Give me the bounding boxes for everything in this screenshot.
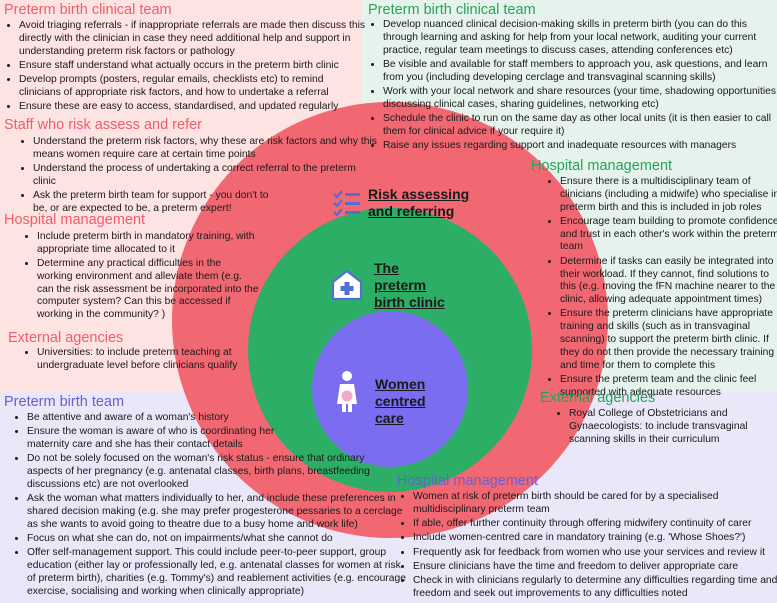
tl-heading-hospital: Hospital management bbox=[4, 212, 146, 228]
outer-ring-label-line2: and referring bbox=[368, 203, 455, 219]
list-item: Ask the preterm birth team for support -… bbox=[33, 190, 283, 216]
hospital-icon bbox=[331, 269, 363, 301]
list-item: Ensure staff understand what actually oc… bbox=[19, 60, 367, 73]
tl-list-clinical-team: Avoid triaging referrals - if inappropri… bbox=[6, 20, 367, 116]
list-item: Be attentive and aware of a woman's hist… bbox=[27, 412, 407, 425]
checklist-icon bbox=[333, 190, 360, 217]
inner-ring-label: Women centred care bbox=[375, 376, 426, 427]
tl-heading-clinical-team: Preterm birth clinical team bbox=[4, 2, 172, 18]
list-item: Do not be solely focused on the woman's … bbox=[27, 453, 381, 491]
tr-heading-hospital: Hospital management bbox=[531, 158, 673, 174]
list-item: Ensure there is a multidisciplinary team… bbox=[560, 176, 777, 214]
inner-ring-label-line3: care bbox=[375, 410, 404, 426]
bottom-heading-preterm-team: Preterm birth team bbox=[4, 394, 125, 410]
list-item: Be visible and available for staff membe… bbox=[383, 59, 777, 85]
tl-list-external: Universities: to include preterm teachin… bbox=[24, 347, 259, 374]
list-item: Determine any practical difficulties in … bbox=[37, 258, 259, 322]
bottom-list-preterm-team: Be attentive and aware of a woman's hist… bbox=[14, 412, 407, 600]
list-item: Ensure the preterm team and the clinic f… bbox=[560, 374, 777, 400]
list-item: Include women-centred care in mandatory … bbox=[413, 532, 777, 545]
list-item: Raise any issues regarding support and i… bbox=[383, 140, 777, 153]
list-item: Women at risk of preterm birth should be… bbox=[413, 491, 777, 517]
pregnant-woman-icon bbox=[337, 371, 357, 412]
inner-ring-label-line1: Women bbox=[375, 376, 426, 392]
outer-ring-label: Risk assessing and referring bbox=[368, 186, 469, 220]
tl-heading-external: External agencies bbox=[8, 330, 124, 346]
tl-heading-staff: Staff who risk assess and refer bbox=[4, 117, 202, 133]
list-item: Develop nuanced clinical decision-making… bbox=[383, 19, 777, 57]
middle-ring-label-line3: birth clinic bbox=[374, 294, 445, 310]
list-item: Focus on what she can do, not on impairm… bbox=[27, 533, 407, 546]
outer-ring-label-line1: Risk assessing bbox=[368, 186, 470, 202]
list-item: Understand the process of undertaking a … bbox=[33, 163, 379, 189]
list-item: Develop prompts (posters, regular emails… bbox=[19, 74, 367, 100]
list-item: Work with your local network and share r… bbox=[383, 86, 777, 112]
list-item: Check in with clinicians regularly to de… bbox=[413, 575, 777, 601]
middle-ring-label: The preterm birth clinic bbox=[374, 260, 445, 311]
inner-ring-label-line2: centred bbox=[375, 393, 426, 409]
inner-ring bbox=[312, 311, 468, 467]
list-item: Ask the woman what matters individually … bbox=[27, 493, 407, 531]
middle-ring-label-line1: The bbox=[374, 260, 399, 276]
middle-ring-label-line2: preterm bbox=[374, 277, 427, 293]
tl-list-hospital: Include preterm birth in mandatory train… bbox=[24, 231, 259, 324]
list-item: Offer self-management support. This coul… bbox=[27, 547, 407, 598]
tr-list-external: Royal College of Obstetricians and Gynae… bbox=[556, 408, 777, 448]
tr-heading-clinical-team: Preterm birth clinical team bbox=[368, 2, 536, 18]
tr-list-clinical-team: Develop nuanced clinical decision-making… bbox=[370, 19, 777, 154]
bottom-heading-hospital: Hospital management bbox=[397, 473, 539, 489]
list-item: Royal College of Obstetricians and Gynae… bbox=[569, 408, 777, 446]
list-item: Schedule the clinic to run on the same d… bbox=[383, 113, 777, 139]
list-item: Include preterm birth in mandatory train… bbox=[37, 231, 259, 257]
list-item: Universities: to include preterm teachin… bbox=[37, 347, 259, 373]
list-item: Determine if tasks can easily be integra… bbox=[560, 256, 777, 307]
list-item: Avoid triaging referrals - if inappropri… bbox=[19, 20, 367, 58]
list-item: Frequently ask for feedback from women w… bbox=[413, 547, 777, 560]
bottom-list-hospital: Women at risk of preterm birth should be… bbox=[400, 491, 777, 602]
list-item: If able, offer further continuity throug… bbox=[413, 518, 777, 531]
list-item: Ensure the woman is aware of who is coor… bbox=[27, 426, 295, 452]
tl-list-staff: Understand the preterm risk factors, why… bbox=[20, 136, 379, 217]
list-item: Ensure these are easy to access, standar… bbox=[19, 101, 367, 114]
list-item: Ensure clinicians have the time and free… bbox=[413, 561, 777, 574]
tr-heading-external: External agencies bbox=[540, 390, 656, 406]
list-item: Encourage team building to promote confi… bbox=[560, 216, 777, 254]
tr-list-hospital: Ensure there is a multidisciplinary team… bbox=[547, 176, 777, 401]
list-item: Understand the preterm risk factors, why… bbox=[33, 136, 379, 162]
list-item: Ensure the preterm clinicians have appro… bbox=[560, 308, 777, 372]
